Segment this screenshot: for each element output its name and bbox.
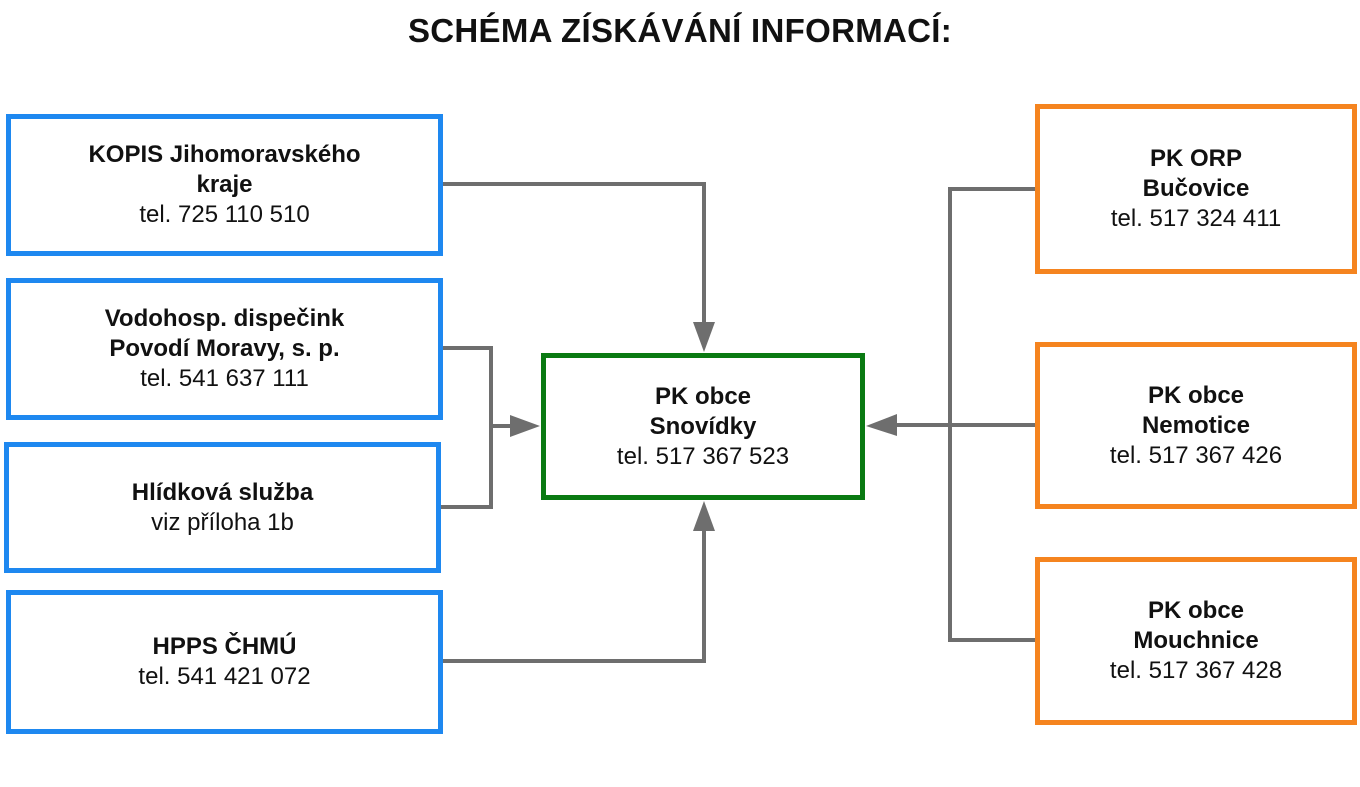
vodo-name-line1: Vodohosp. dispečink (104, 305, 345, 332)
center-phone: tel. 517 367 523 (616, 442, 790, 470)
nemotice-name-line1: PK obce (1147, 381, 1245, 409)
orp-phone: tel. 517 324 411 (1110, 205, 1282, 232)
diagram-title: SCHÉMA ZÍSKÁVÁNÍ INFORMACÍ: (407, 12, 953, 49)
box-hpps-chmu: HPPS ČHMÚ tel. 541 421 072 (6, 590, 443, 734)
kopis-name-line1: KOPIS Jihomoravského (88, 141, 361, 168)
mouchnice-name-line2: Mouchnice (1133, 627, 1259, 654)
arrow-into-center-left (510, 415, 540, 437)
center-name-line1: PK obce (654, 382, 752, 410)
connector-orp (948, 187, 1035, 425)
box-vodohosp-dispecink: Vodohosp. dispečink Povodí Moravy, s. p.… (6, 278, 443, 420)
box-pk-obce-snovidky: PK obce Snovídky tel. 517 367 523 (541, 353, 865, 500)
nemotice-name-line2: Nemotice (1141, 411, 1251, 439)
hpps-name-line1: HPPS ČHMÚ (152, 633, 297, 660)
vodo-phone: tel. 541 637 111 (140, 365, 309, 392)
box-pk-obce-nemotice: PK obce Nemotice tel. 517 367 426 (1035, 342, 1357, 509)
hlidka-note: viz příloha 1b (151, 508, 294, 536)
connector-hlidka (441, 426, 493, 509)
mouchnice-name-line1: PK obce (1147, 597, 1245, 624)
vodo-name-line2: Povodí Moravy, s. p. (109, 335, 340, 362)
hpps-phone: tel. 541 421 072 (138, 663, 311, 690)
arrow-into-center-bottom (693, 501, 715, 531)
center-name-line2: Snovídky (649, 412, 757, 440)
nemotice-phone: tel. 517 367 426 (1109, 441, 1283, 469)
arrow-into-center-top (693, 322, 715, 352)
hlidka-name-line1: Hlídková služba (131, 478, 314, 506)
kopis-phone: tel. 725 110 510 (139, 201, 310, 228)
box-pk-obce-mouchnice: PK obce Mouchnice tel. 517 367 428 (1035, 557, 1357, 725)
mouchnice-phone: tel. 517 367 428 (1109, 657, 1283, 684)
connector-mouchnice (948, 425, 1035, 642)
connector-hpps (443, 531, 706, 663)
connector-vodo (443, 346, 493, 426)
box-pk-orp-bucovice: PK ORP Bučovice tel. 517 324 411 (1035, 104, 1357, 274)
connector-kopis (443, 182, 706, 322)
box-hlidkova-sluzba: Hlídková služba viz příloha 1b (4, 442, 441, 573)
kopis-name-line2: kraje (196, 171, 253, 198)
box-kopis: KOPIS Jihomoravského kraje tel. 725 110 … (6, 114, 443, 256)
orp-name-line1: PK ORP (1149, 145, 1242, 172)
arrow-into-center-right (866, 414, 897, 436)
orp-name-line2: Bučovice (1142, 175, 1250, 202)
